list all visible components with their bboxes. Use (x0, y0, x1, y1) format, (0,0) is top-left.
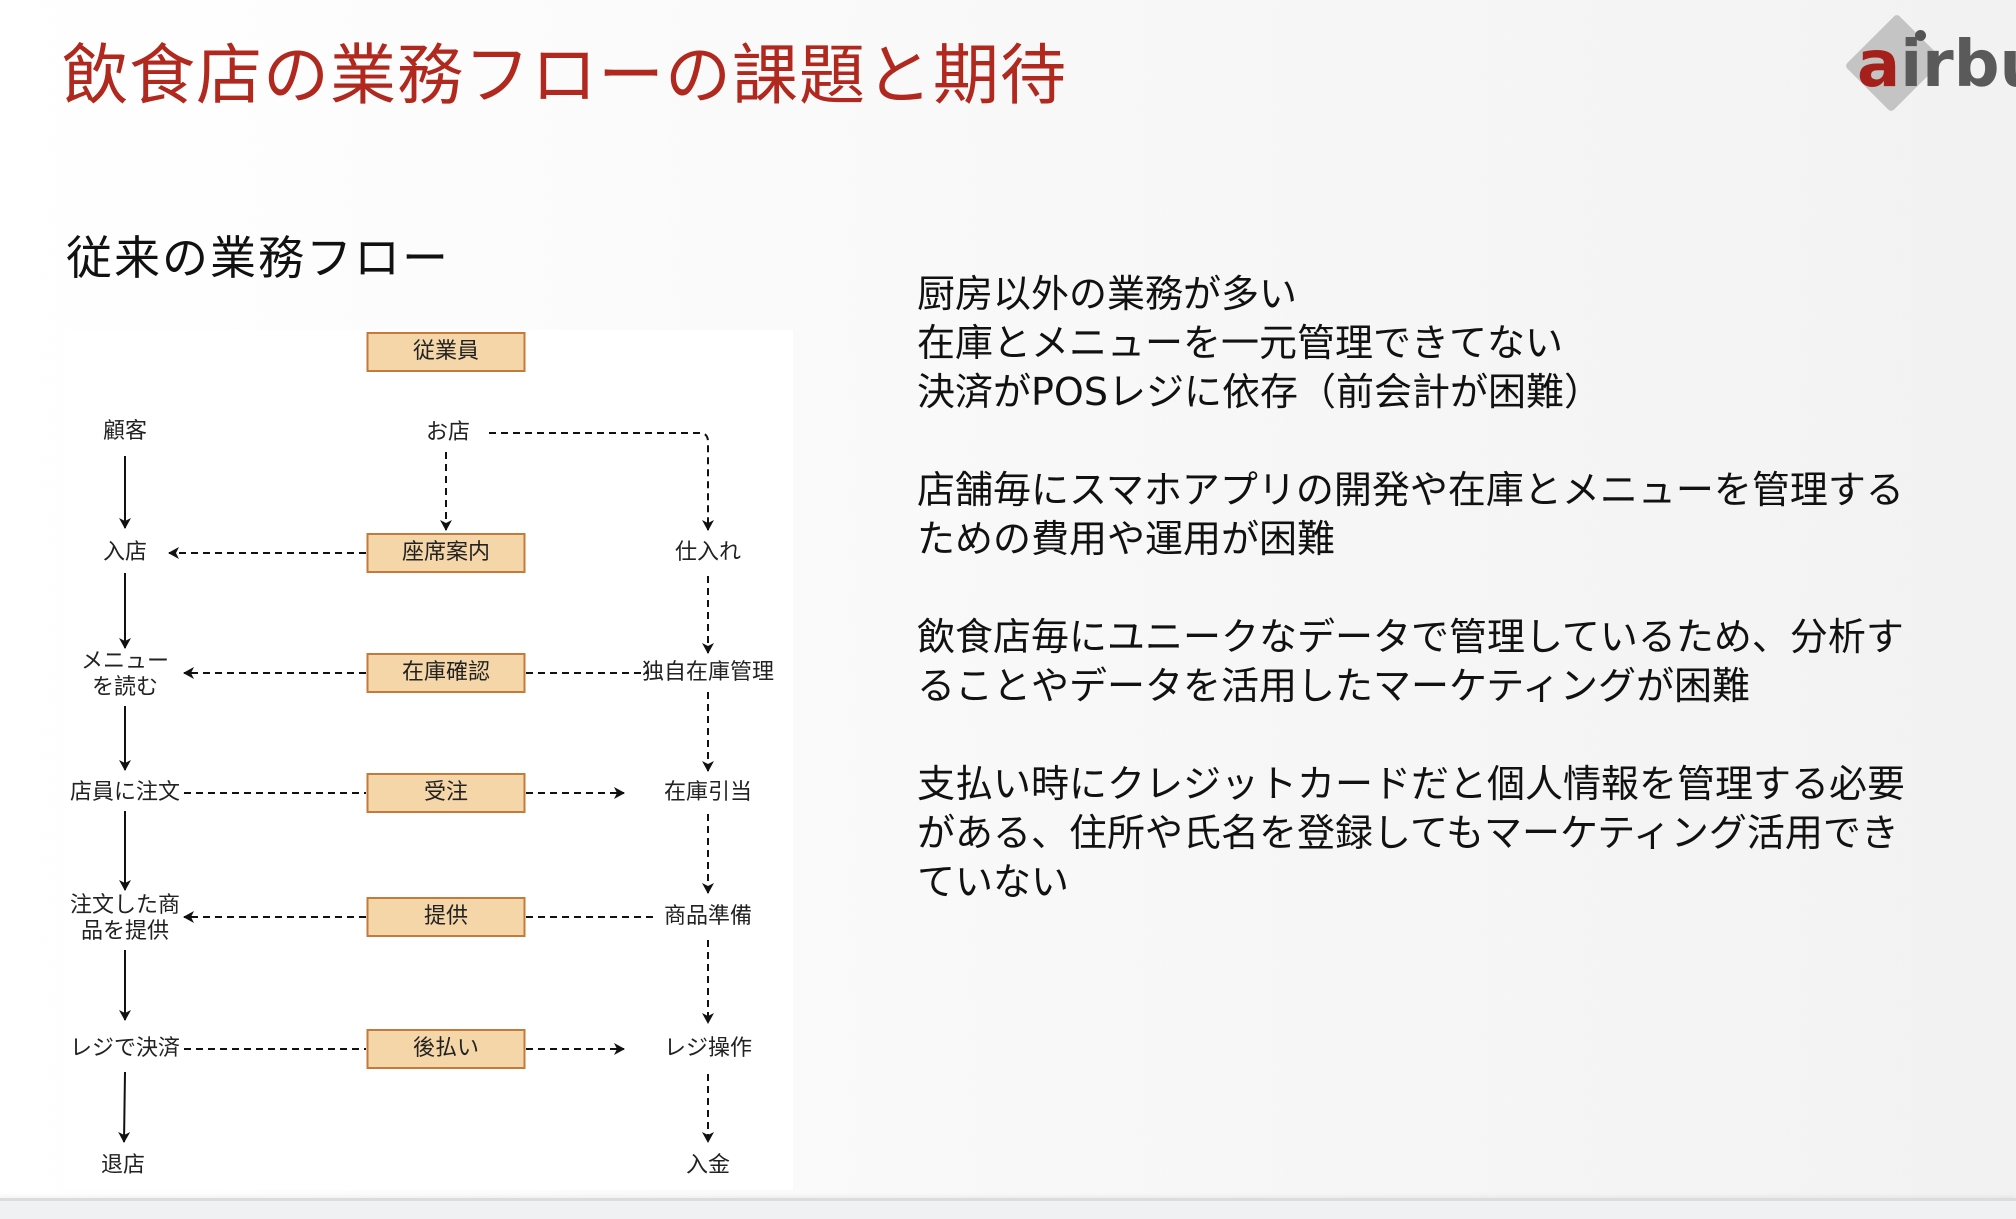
node-deposit: 入金 (685, 1153, 731, 1178)
node-allocate-stock: 在庫引当 (663, 780, 753, 805)
node-read-menu: メニュー を読む (80, 649, 170, 700)
node-order-to-staff: 店員に注文 (69, 780, 181, 805)
issue-line: 厨房以外の業務が多い (917, 272, 1298, 316)
arrow-store-to-purchase (489, 432, 714, 531)
issue-line: がある、住所や氏名を登録してもマーケティング活用でき (917, 811, 1899, 855)
diagram-arrows (118, 432, 714, 1143)
slide-bottom-edge (0, 1198, 2016, 1219)
logo-accent-letter: a (1857, 28, 1901, 102)
section-subtitle: 従来の業務フロー (66, 231, 450, 285)
slide-title: 飲食店の業務フローの課題と期待 (62, 37, 1067, 114)
box-employee: 従業員 (366, 332, 526, 372)
node-pay-at-register: レジで決済 (69, 1036, 181, 1061)
issue-line: 店舗毎にスマホアプリの開発や在庫とメニューを管理する (917, 468, 1904, 512)
issue-block: 支払い時にクレジットカードだと個人情報を管理する必要 がある、住所や氏名を登録し… (917, 760, 1905, 907)
airbu-logo: airbu (1844, 13, 2016, 113)
logo-rest: irbu (1900, 28, 2016, 102)
node-receive-item: 注文した商 品を提供 (69, 893, 181, 944)
node-register-operation: レジ操作 (663, 1036, 753, 1061)
box-seating: 座席案内 (366, 533, 526, 573)
node-store: お店 (425, 420, 471, 445)
node-purchase: 仕入れ (674, 540, 742, 565)
issue-line: ることやデータを活用したマーケティングが困難 (917, 664, 1750, 708)
node-enter-store: 入店 (102, 540, 148, 565)
box-stock-check: 在庫確認 (366, 653, 526, 693)
issue-line: ていない (917, 860, 1070, 904)
logo-text: airbu (1857, 28, 2016, 102)
issue-block: 厨房以外の業務が多い 在庫とメニューを一元管理できてない 決済がPOSレジに依存… (917, 270, 1905, 417)
issue-line: 支払い時にクレジットカードだと個人情報を管理する必要 (917, 762, 1906, 806)
box-serve: 提供 (366, 897, 526, 937)
issue-block: 店舗毎にスマホアプリの開発や在庫とメニューを管理する ための費用や運用が困難 (917, 466, 1905, 564)
flow-diagram: 従業員 顧客 入店 メニュー を読む 店員に注文 注文した商 品を提供 レジで決… (64, 330, 793, 1190)
box-postpay: 後払い (366, 1029, 526, 1069)
box-receive-order: 受注 (366, 773, 526, 813)
issue-line: 在庫とメニューを一元管理できてない (917, 321, 1564, 365)
node-customer: 顧客 (102, 419, 148, 444)
node-own-inventory: 独自在庫管理 (641, 660, 775, 685)
issue-line: 飲食店毎にユニークなデータで管理しているため、分析す (917, 615, 1904, 659)
node-prepare-item: 商品準備 (663, 904, 753, 929)
issues-list: 厨房以外の業務が多い 在庫とメニューを一元管理できてない 決済がPOSレジに依存… (917, 270, 1905, 956)
arrow-pay-to-leave (118, 1071, 131, 1143)
tag-hole-icon (1915, 30, 1926, 41)
issue-line: ための費用や運用が困難 (917, 517, 1336, 561)
issue-block: 飲食店毎にユニークなデータで管理しているため、分析す ることやデータを活用したマ… (917, 613, 1905, 711)
issue-line: 決済がPOSレジに依存（前会計が困難） (917, 370, 1602, 414)
node-leave-store: 退店 (100, 1153, 146, 1178)
